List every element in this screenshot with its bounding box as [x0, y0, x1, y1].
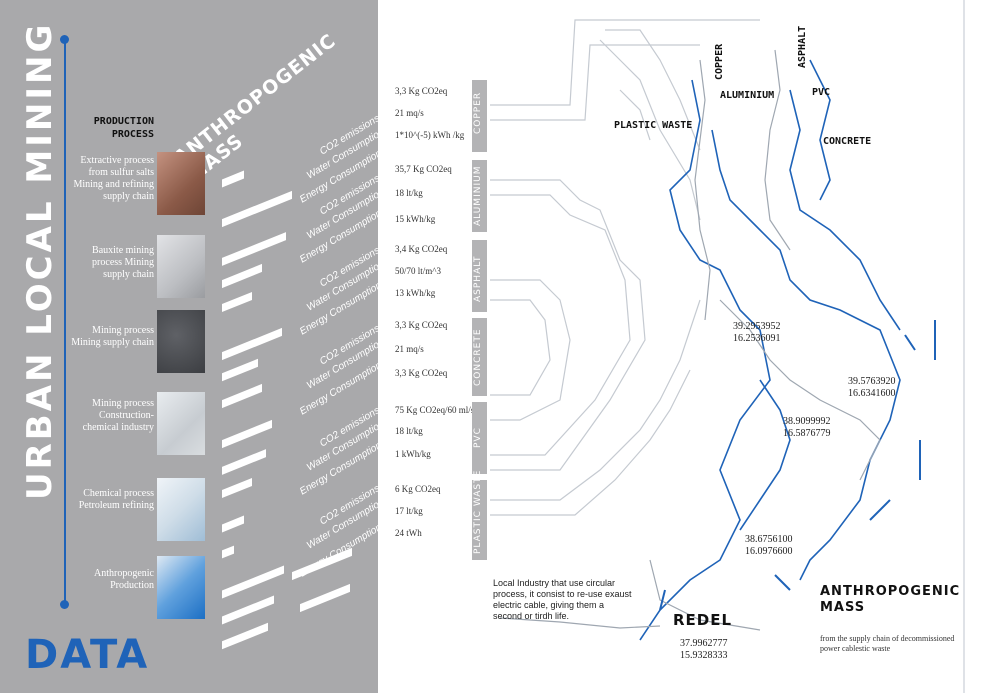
value: 35,7 Kg CO2eq [395, 164, 452, 174]
timeline-dot-top [60, 35, 69, 44]
map-label-plastic-waste: PLASTIC WASTE [614, 120, 693, 131]
value: 21 mq/s [395, 108, 424, 118]
desc-plastic: Anthropogenic Production [94, 568, 154, 591]
tab-pvc [472, 402, 487, 474]
data-logo: DATA [25, 632, 150, 678]
value: 1 kWh/kg [395, 449, 431, 459]
anthropogenic-mass-subtitle: from the supply chain of decommissioned … [820, 634, 955, 653]
anthropogenic-mass-title: ANTHROPOGENIC MASS [820, 584, 961, 615]
value: 3,4 Kg CO2eq [395, 244, 448, 254]
tab-copper [472, 80, 487, 152]
value: 18 lt/kg [395, 188, 423, 198]
swatch-pvc [157, 478, 205, 541]
value: 15 kWh/kg [395, 214, 436, 224]
map-label-pvc: PVC [812, 87, 831, 98]
swatch-asphalt [157, 310, 205, 373]
timeline-line [64, 40, 66, 608]
value: 3,3 Kg CO2eq [395, 368, 448, 378]
tab-concrete [472, 318, 487, 396]
swatch-plastic [157, 556, 205, 619]
map-label-asphalt: ASPHALT [797, 25, 808, 68]
desc-pvc: Chemical process Petroleum refining [78, 488, 154, 511]
swatch-concrete [157, 392, 205, 455]
desc-concrete: Mining process Construction- chemical in… [82, 398, 154, 433]
value: 18 lt/kg [395, 426, 423, 436]
value: 17 lt/kg [395, 506, 423, 516]
tab-plastic-waste [472, 480, 487, 560]
swatch-copper [157, 152, 205, 215]
map-label-copper: COPPER [714, 43, 725, 80]
production-process-heading: PRODUCTION PROCESS [93, 116, 154, 140]
value: 13 kWh/kg [395, 288, 436, 298]
value: 75 Kg CO2eq/60 ml/s [395, 405, 475, 415]
value: 3,3 Kg CO2eq [395, 86, 448, 96]
redel-note: Local Industry that use circular process… [493, 578, 632, 621]
redel-label: REDEL [673, 611, 733, 629]
desc-aluminium: Bauxite mining process Mining supply cha… [92, 245, 154, 280]
tab-asphalt [472, 240, 487, 312]
value: 3,3 Kg CO2eq [395, 320, 448, 330]
value: 6 Kg CO2eq [395, 484, 441, 494]
timeline-dot-bottom [60, 600, 69, 609]
map-label-concrete: CONCRETE [823, 136, 872, 147]
value: 1*10^(-5) kWh /kg [395, 130, 465, 140]
desc-copper: Extractive process from sulfur salts Min… [73, 155, 154, 202]
desc-asphalt: Mining process Mining supply chain [71, 325, 154, 348]
value: 24 tWh [395, 528, 422, 538]
tab-aluminium [472, 160, 487, 232]
value: 50/70 lt/m^3 [395, 266, 441, 276]
value: 21 mq/s [395, 344, 424, 354]
map-label-aluminium: ALUMINIUM [720, 90, 775, 101]
swatch-aluminium [157, 235, 205, 298]
